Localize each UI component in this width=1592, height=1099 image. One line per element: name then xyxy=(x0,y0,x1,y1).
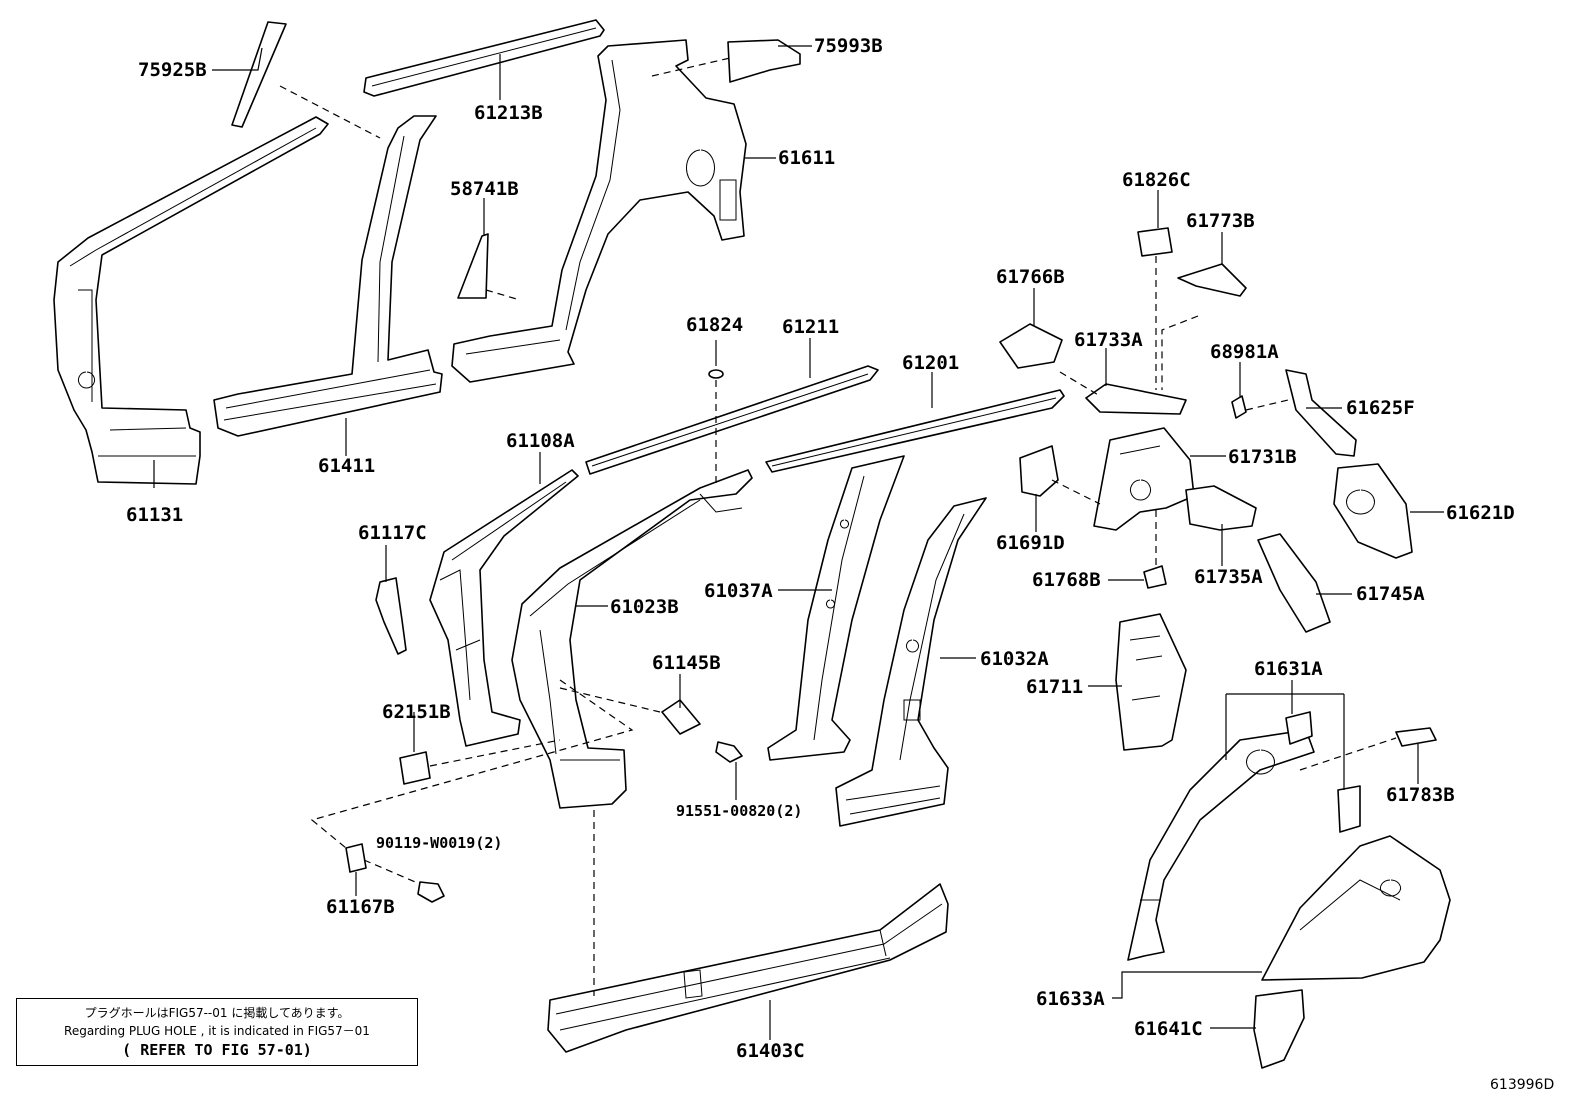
part-58741B-shape xyxy=(457,233,489,299)
part-61213B-shape xyxy=(363,19,605,97)
part-61411-shape xyxy=(213,115,443,437)
part-61731B-shape xyxy=(1093,427,1195,531)
part-61633A-shape xyxy=(1261,835,1451,981)
label-61108A: 61108A xyxy=(506,430,575,452)
note-line-english: Regarding PLUG HOLE , it is indicated in… xyxy=(64,1024,370,1038)
part-62151B-shape xyxy=(399,751,431,785)
part-68981A-shape xyxy=(1231,395,1247,419)
label-61631A: 61631A xyxy=(1254,658,1323,680)
label-61633A: 61633A xyxy=(1036,988,1105,1010)
note-line-japanese: プラグホールはFIG57--01 に掲載してあります。 xyxy=(84,1006,350,1020)
label-61611: 61611 xyxy=(778,147,836,169)
part-61167B-shape xyxy=(345,843,367,873)
part-91551-shape xyxy=(715,741,743,763)
part-61711-shape xyxy=(1115,613,1187,751)
part-61641C-shape xyxy=(1253,989,1305,1069)
label-61117C: 61117C xyxy=(358,522,427,544)
label-61733A: 61733A xyxy=(1074,329,1143,351)
part-61773B-shape xyxy=(1177,263,1247,297)
part-90119-shape xyxy=(417,881,445,903)
label-61745A: 61745A xyxy=(1356,583,1425,605)
figure-id: 613996D xyxy=(1490,1077,1555,1093)
label-68981A: 68981A xyxy=(1210,341,1279,363)
label-61023B: 61023B xyxy=(610,596,679,618)
part-61201-shape xyxy=(765,389,1065,473)
part-61037A-shape xyxy=(767,455,905,761)
label-61403C: 61403C xyxy=(736,1040,805,1062)
label-61032A: 61032A xyxy=(980,648,1049,670)
label-61411: 61411 xyxy=(318,455,376,477)
label-61691D: 61691D xyxy=(996,532,1065,554)
label-61768B: 61768B xyxy=(1032,569,1101,591)
part-61032A-shape xyxy=(835,497,987,827)
part-61631A-shape xyxy=(1127,729,1315,961)
part-61768B-shape xyxy=(1143,565,1167,589)
label-75993B: 75993B xyxy=(814,35,883,57)
part-61145B-shape xyxy=(661,699,701,735)
label-61731B: 61731B xyxy=(1228,446,1297,468)
part-61826C-shape xyxy=(1137,227,1173,257)
label-61826C: 61826C xyxy=(1122,169,1191,191)
part-61131-shape xyxy=(53,116,329,485)
label-61211: 61211 xyxy=(782,316,840,338)
part-61745A-shape xyxy=(1257,533,1331,633)
label-61131: 61131 xyxy=(126,504,184,526)
label-61621D: 61621D xyxy=(1446,502,1515,524)
label-61735A: 61735A xyxy=(1194,566,1263,588)
part-61403C-shape xyxy=(547,883,949,1053)
part-61211-shape xyxy=(585,365,879,475)
label-61213B: 61213B xyxy=(474,102,543,124)
part-61691D-shape xyxy=(1019,445,1059,497)
label-61783B: 61783B xyxy=(1386,784,1455,806)
label-91551-00820: 91551-00820(2) xyxy=(676,802,803,820)
part-61783B-shape xyxy=(1395,727,1437,747)
label-58741B: 58741B xyxy=(450,178,519,200)
label-61641C: 61641C xyxy=(1134,1018,1203,1040)
label-75925B: 75925B xyxy=(138,59,207,81)
label-61037A: 61037A xyxy=(704,580,773,602)
part-61766B-shape xyxy=(999,323,1063,369)
label-61201: 61201 xyxy=(902,352,960,374)
part-61625F-shape xyxy=(1285,369,1357,457)
label-61766B: 61766B xyxy=(996,266,1065,288)
part-61023B-shape xyxy=(511,469,753,809)
part-61735A-shape xyxy=(1185,485,1257,531)
label-61167B: 61167B xyxy=(326,896,395,918)
plug-hole-note: プラグホールはFIG57--01 に掲載してあります。 Regarding PL… xyxy=(16,998,418,1066)
part-61824-shape xyxy=(708,369,724,379)
label-61824: 61824 xyxy=(686,314,744,336)
label-61145B: 61145B xyxy=(652,652,721,674)
part-61631A-clip xyxy=(1337,785,1361,833)
part-75993B-shape xyxy=(727,39,801,83)
part-75925B-shape xyxy=(231,21,287,128)
part-61621D-shape xyxy=(1333,463,1413,559)
label-90119-W0019: 90119-W0019(2) xyxy=(376,834,503,852)
note-line-refer: ( REFER TO FIG 57-01) xyxy=(122,1041,312,1059)
label-61625F: 61625F xyxy=(1346,397,1415,419)
label-61773B: 61773B xyxy=(1186,210,1255,232)
part-61733A-shape xyxy=(1085,383,1187,415)
label-61711: 61711 xyxy=(1026,676,1084,698)
label-62151B: 62151B xyxy=(382,701,451,723)
part-61117C-shape xyxy=(375,577,407,655)
part-61631A-bracket xyxy=(1285,711,1313,745)
part-61108A-shape xyxy=(429,469,579,747)
